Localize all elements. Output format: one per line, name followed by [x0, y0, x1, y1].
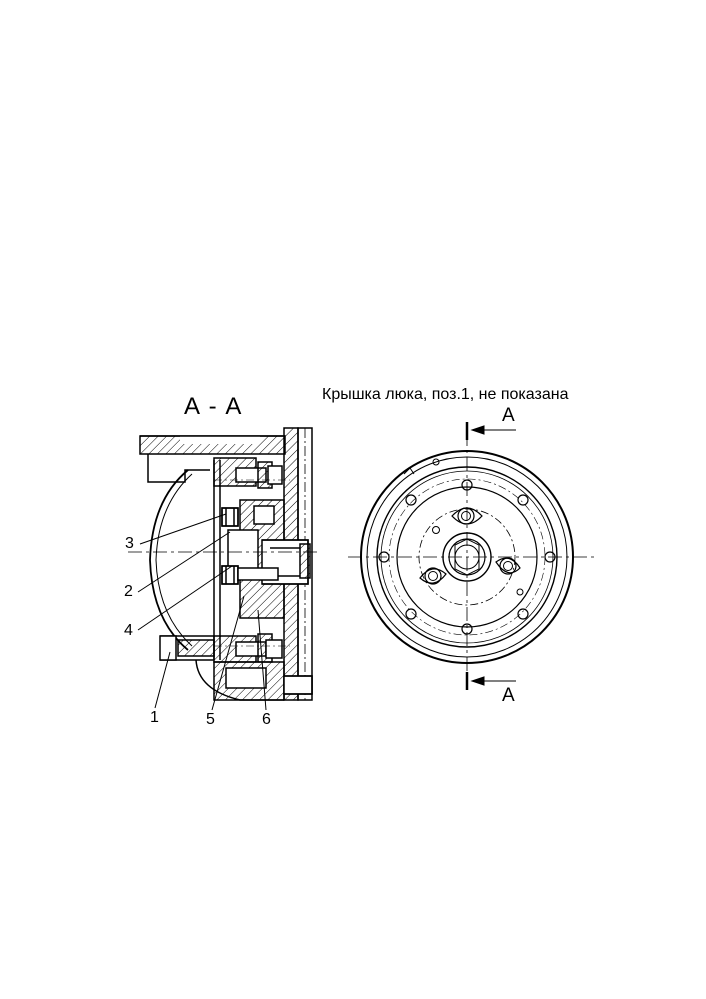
callout-4: 4: [124, 622, 133, 639]
cut-mark-bottom-letter: А: [502, 685, 515, 706]
callout-2: 2: [124, 583, 133, 600]
callout-6: 6: [262, 711, 271, 728]
callout-5: 5: [206, 711, 215, 728]
leader-lines: [137, 513, 267, 711]
callout-1: 1: [150, 709, 159, 726]
cut-mark-top-letter: А: [502, 405, 515, 426]
drawing-note: Крышка люка, поз.1, не показана: [322, 386, 569, 403]
front-view: [348, 422, 596, 690]
section-title: А - А: [184, 393, 243, 420]
section-view: [128, 427, 318, 701]
callout-3: 3: [125, 535, 134, 552]
